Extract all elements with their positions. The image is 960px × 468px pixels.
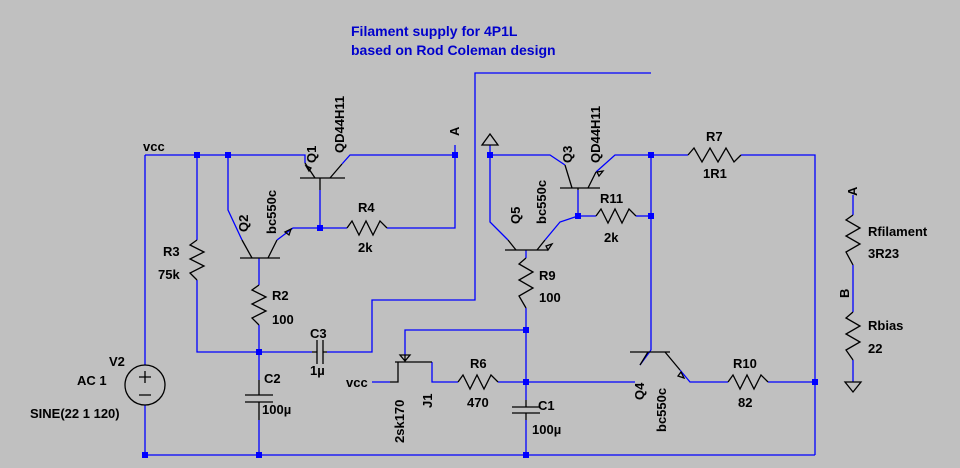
r9-ref: R9 [539,268,556,283]
title-line-1: Filament supply for 4P1L [351,23,518,39]
q4-ref: Q4 [632,382,647,400]
capacitor-c1 [512,400,540,420]
r6-value: 470 [467,395,489,410]
transistor-q3 [560,164,605,190]
c3-ref: C3 [310,326,327,341]
ground-symbol-top [480,132,500,146]
net-label-b-right: B [837,289,852,298]
resistor-r11 [595,207,637,225]
r7-ref: R7 [706,129,723,144]
r7-value: 1R1 [703,166,727,181]
c1-value: 100µ [532,422,561,437]
v2-type: AC 1 [77,373,107,388]
transistor-q1 [300,162,345,190]
v2-spec: SINE(22 1 120) [30,406,120,421]
resistor-r6 [457,373,499,391]
r9-value: 100 [539,290,561,305]
r2-ref: R2 [272,288,289,303]
transistor-q2 [240,227,293,259]
resistor-r10 [727,373,769,391]
j1-ref: J1 [420,394,435,408]
q1-model: QD44H11 [332,96,347,153]
ground-symbol-right [843,381,863,394]
rfilament-value: 3R23 [868,246,899,261]
q3-model: QD44H11 [588,106,603,163]
rbias-value: 22 [868,341,882,356]
r4-ref: R4 [358,200,375,215]
r3-value: 75k [158,267,180,282]
resistor-r3 [188,239,206,281]
q3-ref: Q3 [560,146,575,163]
resistor-r4 [346,219,388,237]
q5-ref: Q5 [508,207,523,224]
r11-ref: R11 [600,191,623,206]
c1-ref: C1 [538,398,555,413]
wires [144,72,854,456]
r10-value: 82 [738,395,752,410]
transistor-q4 [630,351,686,380]
resistor-r2 [250,284,268,326]
q4-model: bc550c [654,388,669,432]
resistor-rbias [844,311,862,361]
resistor-r9 [517,257,535,309]
jfet-j1 [390,354,432,383]
capacitor-c3 [312,340,327,364]
transistor-q5 [505,239,554,252]
r10-ref: R10 [733,356,757,371]
junction-dots [142,152,818,458]
r4-value: 2k [358,240,373,255]
capacitor-c2 [245,380,273,420]
net-label-vcc-top: vcc [143,139,165,154]
q5-model: bc550c [534,180,549,224]
resistor-rfilament [844,214,862,266]
r6-ref: R6 [470,356,487,371]
r2-value: 100 [272,312,294,327]
r11-value: 2k [604,230,619,245]
c2-ref: C2 [264,371,281,386]
q2-model: bc550c [264,190,279,234]
q1-ref: Q1 [304,146,319,163]
rfilament-ref: Rfilament [868,224,928,239]
title-line-2: based on Rod Coleman design [351,42,556,58]
r3-ref: R3 [163,244,180,259]
voltage-source-v2 [124,364,166,406]
c2-value: 100µ [262,402,291,417]
rbias-ref: Rbias [868,318,903,333]
resistor-r7 [687,146,742,164]
j1-model: 2sk170 [392,400,407,443]
q2-ref: Q2 [236,215,251,232]
net-label-vcc-j1: vcc [346,375,368,390]
v2-ref: V2 [109,354,125,369]
c3-value: 1µ [310,363,325,378]
net-label-a-top: A [447,126,462,136]
net-label-a-right: A [845,186,860,196]
